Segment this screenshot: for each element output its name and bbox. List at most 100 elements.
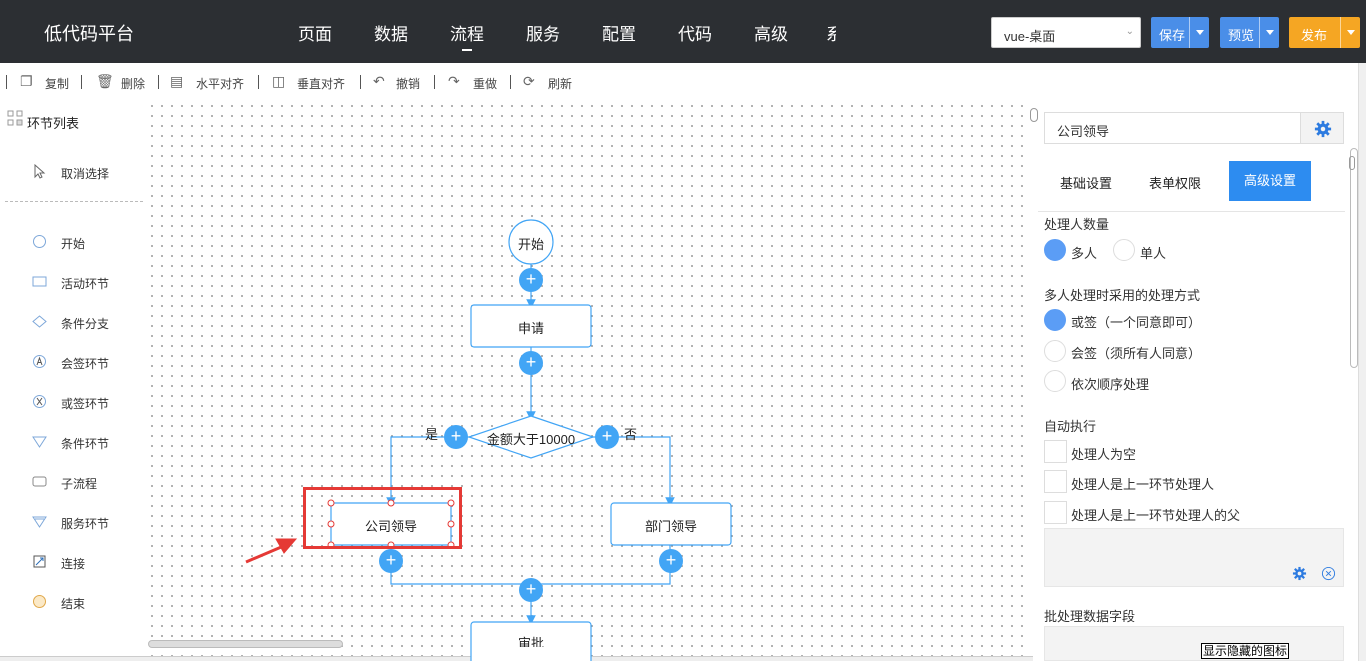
copy-button[interactable]: 复制 xyxy=(45,77,70,91)
toolbar: ❐ 复制 🗑 删除 ▤ 水平对齐 ◫ 垂直对齐 ↶ 撤销 ↷ 重做 ⟳ 刷新 xyxy=(0,63,1358,101)
nav-item-service[interactable]: 服务 xyxy=(526,25,560,44)
add-node-icon[interactable]: + xyxy=(379,549,403,573)
highlight-box-node xyxy=(303,487,462,549)
nav-item-data[interactable]: 数据 xyxy=(374,25,408,44)
align-vertical-button[interactable]: 垂直对齐 xyxy=(297,77,346,91)
nav-item-code[interactable]: 代码 xyxy=(678,25,712,44)
palette-item-start[interactable]: 开始 xyxy=(61,237,86,251)
add-node-icon[interactable]: + xyxy=(519,268,543,292)
deselect-item[interactable]: 取消选择 xyxy=(61,167,110,181)
toolbar-divider xyxy=(258,75,259,89)
refresh-button[interactable]: 刷新 xyxy=(548,77,573,91)
node-palette: 环节列表 取消选择 开始 活动环节 条件分支 会签环节 或签环节 条件环节 子流… xyxy=(0,101,145,661)
palette-item-condition[interactable]: 条件环节 xyxy=(61,437,110,451)
platform-select-value: vue-桌面 xyxy=(1004,29,1056,44)
checkbox-handler-empty[interactable] xyxy=(1044,440,1067,463)
checkbox-prev-handler-parent[interactable] xyxy=(1044,501,1067,524)
publish-button[interactable]: 发布 xyxy=(1289,17,1360,48)
node-apply[interactable]: 申请 xyxy=(517,321,544,336)
gear-icon[interactable] xyxy=(1292,566,1307,581)
palette-item-connect[interactable]: 连接 xyxy=(61,557,86,571)
auto-exec-expression[interactable] xyxy=(1044,528,1344,587)
nav-item-page[interactable]: 页面 xyxy=(298,25,332,44)
palette-item-condition-branch[interactable]: 条件分支 xyxy=(61,317,110,331)
panel-scrollbar[interactable] xyxy=(1349,148,1358,368)
batch-field-title: 批处理数据字段 xyxy=(1044,609,1136,624)
add-node-icon[interactable]: + xyxy=(519,578,543,602)
checkbox-prev-handler-parent-label: 处理人是上一环节处理人的父 xyxy=(1071,508,1241,523)
service-triangle-icon xyxy=(32,516,47,528)
panel-scrollbar-thumb[interactable] xyxy=(1349,156,1355,170)
tab-basic-settings[interactable]: 基础设置 xyxy=(1060,176,1113,191)
radio-countersign[interactable] xyxy=(1044,340,1066,362)
radio-multi-handler[interactable] xyxy=(1044,239,1066,261)
nav-item-clipped[interactable]: 系 xyxy=(826,25,836,44)
add-node-icon[interactable]: + xyxy=(444,425,468,449)
palette-item-countersign[interactable]: 会签环节 xyxy=(61,357,110,371)
align-horizontal-icon[interactable]: ▤ xyxy=(170,73,184,89)
palette-divider xyxy=(5,201,143,202)
align-horizontal-button[interactable]: 水平对齐 xyxy=(196,77,245,91)
radio-or-sign-label: 或签（一个同意即可） xyxy=(1071,315,1202,330)
publish-dropdown-icon[interactable] xyxy=(1340,17,1360,48)
copy-icon[interactable]: ❐ xyxy=(20,73,33,89)
bottom-edge xyxy=(0,656,1040,661)
node-start[interactable]: 开始 xyxy=(517,237,544,252)
nav-item-config[interactable]: 配置 xyxy=(602,25,636,44)
node-bottom[interactable]: 审批 xyxy=(517,636,544,647)
node-dept-leader[interactable]: 部门领导 xyxy=(644,519,697,534)
flow-canvas[interactable] xyxy=(145,101,1030,656)
add-node-icon[interactable]: + xyxy=(659,549,683,573)
palette-item-or-sign[interactable]: 或签环节 xyxy=(61,397,110,411)
platform-select[interactable]: vue-桌面 ⌄ xyxy=(991,17,1141,48)
preview-dropdown-icon[interactable] xyxy=(1259,17,1279,48)
radio-or-sign[interactable] xyxy=(1044,309,1066,331)
publish-button-label: 发布 xyxy=(1301,28,1328,43)
window-scrollbar[interactable] xyxy=(1358,63,1366,661)
node-name-input[interactable]: 公司领导 xyxy=(1044,112,1300,144)
radio-single-handler-label: 单人 xyxy=(1140,246,1167,261)
redo-button[interactable]: 重做 xyxy=(473,77,498,91)
save-button-label: 保存 xyxy=(1159,28,1186,43)
tab-form-permissions[interactable]: 表单权限 xyxy=(1149,176,1202,191)
refresh-icon[interactable]: ⟳ xyxy=(523,73,535,89)
palette-item-end[interactable]: 结束 xyxy=(61,597,86,611)
node-list-title: 环节列表 xyxy=(27,116,80,131)
countersign-icon xyxy=(33,355,46,368)
nav-item-flow[interactable]: 流程 xyxy=(450,20,484,51)
add-node-icon[interactable]: + xyxy=(595,425,619,449)
save-button[interactable]: 保存 xyxy=(1151,17,1209,48)
properties-panel: 公司领导 基础设置 表单权限 高级设置 处理人数量 多人 单人 多人处理时采用的… xyxy=(1033,101,1358,661)
redo-icon[interactable]: ↷ xyxy=(448,73,460,89)
undo-button[interactable]: 撤销 xyxy=(396,77,421,91)
canvas-scroll-handle[interactable] xyxy=(1030,108,1038,122)
rectangle-icon xyxy=(32,276,47,287)
trash-icon[interactable]: 🗑 xyxy=(96,73,114,89)
clear-icon[interactable] xyxy=(1321,566,1336,581)
radio-sequential-label: 依次顺序处理 xyxy=(1071,377,1150,392)
radio-sequential[interactable] xyxy=(1044,370,1066,392)
tabs-divider xyxy=(1038,211,1345,212)
delete-button[interactable]: 删除 xyxy=(121,77,146,91)
palette-item-subflow[interactable]: 子流程 xyxy=(61,477,98,491)
canvas-horizontal-scrollbar[interactable] xyxy=(148,640,343,648)
palette-item-service[interactable]: 服务环节 xyxy=(61,517,110,531)
radio-multi-handler-label: 多人 xyxy=(1071,246,1098,261)
node-company-leader[interactable]: 公司领导 xyxy=(364,519,417,534)
align-vertical-icon[interactable]: ◫ xyxy=(272,73,286,89)
batch-field-input[interactable] xyxy=(1044,626,1344,661)
save-dropdown-icon[interactable] xyxy=(1189,17,1209,48)
radio-single-handler[interactable] xyxy=(1113,239,1135,261)
checkbox-prev-handler[interactable] xyxy=(1044,470,1067,493)
preview-button[interactable]: 预览 xyxy=(1220,17,1279,48)
tab-advanced-settings[interactable]: 高级设置 xyxy=(1229,161,1311,201)
diamond-icon xyxy=(32,315,47,328)
add-node-icon[interactable]: + xyxy=(519,351,543,375)
node-condition[interactable]: 金额大于10000 xyxy=(486,432,576,447)
undo-icon[interactable]: ↶ xyxy=(373,73,385,89)
palette-item-activity[interactable]: 活动环节 xyxy=(61,277,110,291)
branch-yes-label: 是 xyxy=(425,427,439,442)
node-settings-button[interactable] xyxy=(1300,112,1344,144)
toolbar-divider xyxy=(510,75,511,89)
nav-item-advanced[interactable]: 高级 xyxy=(754,25,788,44)
